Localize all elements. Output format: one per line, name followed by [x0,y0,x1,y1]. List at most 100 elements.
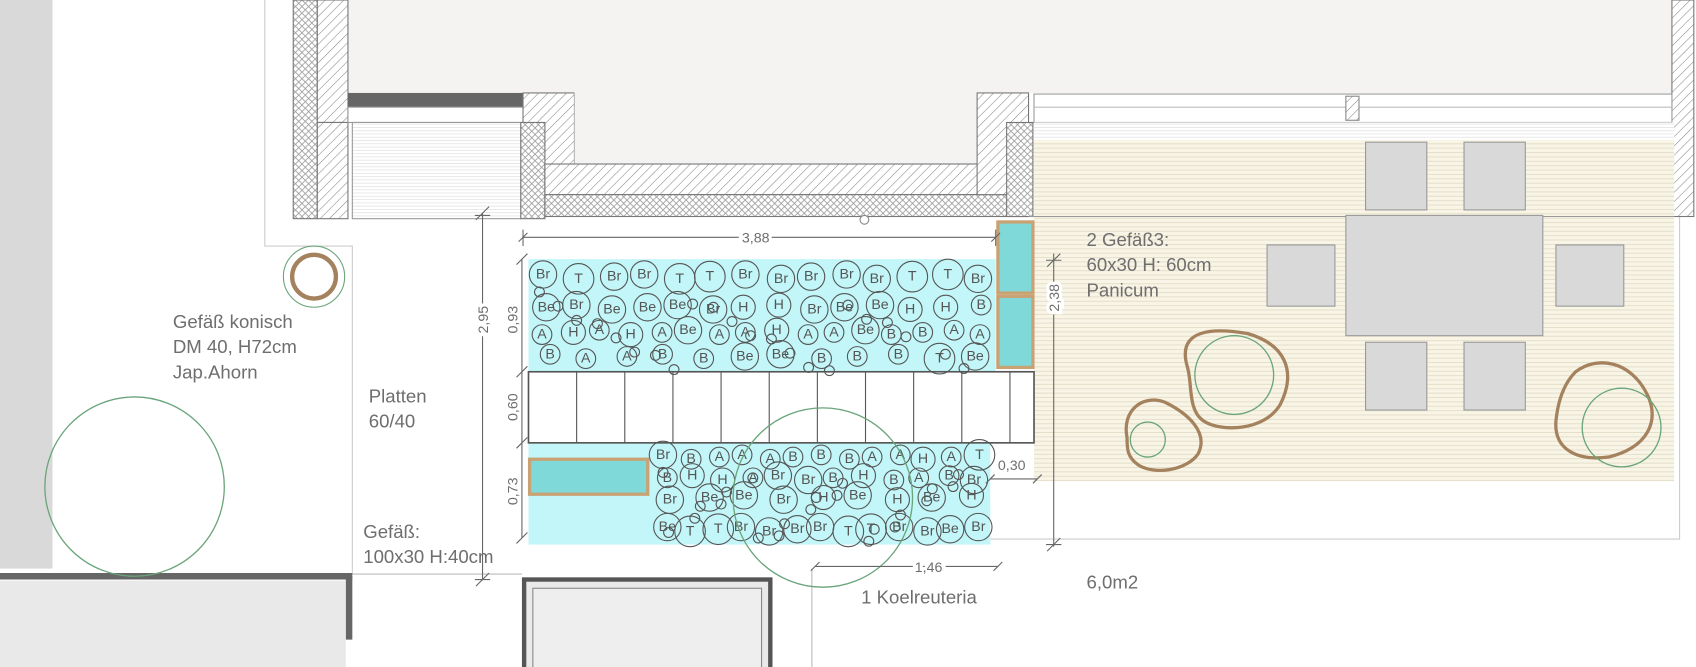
plant-symbol-b[interactable]: B [680,448,702,470]
plant-symbol-br[interactable]: Br [599,262,629,291]
plant-symbol-h[interactable]: H [933,294,959,320]
planter-box[interactable] [996,294,1035,370]
plant-symbol-h[interactable]: H [560,319,586,345]
plant-symbol-t[interactable]: T [693,260,726,293]
plant-symbol-be[interactable]: Be [653,512,682,542]
plant-symbol-a[interactable]: A [797,324,819,345]
plant-symbol-a[interactable]: A [969,324,991,345]
plant-symbol-be[interactable]: Be [597,295,627,324]
plant-symbol-be[interactable]: Be [633,293,662,322]
plant-symbol-a[interactable]: A [531,324,553,345]
plant-symbol-t[interactable]: T [923,342,956,375]
plant-symbol-h[interactable]: H [958,482,985,508]
plant-symbol-h[interactable]: H [766,292,792,318]
plant-symbol-t[interactable]: T [562,262,595,295]
plant-symbol-b[interactable]: B [810,444,832,466]
small-plant-icon [837,477,849,489]
plant-symbol-br[interactable]: Br [766,264,796,294]
planter-box[interactable] [996,220,1035,295]
plant-symbol-be[interactable]: Be [830,293,859,322]
plant-symbol-be[interactable]: Be [843,481,872,510]
plant-symbol-t[interactable]: T [702,513,735,546]
plant-symbol-be[interactable]: Be [851,316,880,345]
plant-symbol-b[interactable]: B [970,294,992,316]
plant-symbol-b[interactable]: B [656,467,678,489]
plant-symbol-br[interactable]: Br [629,260,659,289]
plant-symbol-br[interactable]: Br [769,485,798,514]
plant-symbol-br[interactable]: Br [963,264,993,294]
plant-symbol-a[interactable]: A [575,348,597,370]
plant-symbol-b[interactable]: B [652,343,673,365]
plant-code: Br [967,472,981,488]
plant-symbol-a[interactable]: A [823,322,845,343]
plant-symbol-h[interactable]: H [618,322,644,348]
plant-symbol-br[interactable]: Br [800,295,829,324]
plant-symbol-be[interactable]: Be [935,515,965,544]
plant-symbol-br[interactable]: Br [796,262,826,291]
plant-symbol-a[interactable]: A [588,319,610,341]
plant-symbol-h[interactable]: H [730,294,756,320]
plant-code: A [867,449,877,465]
plant-symbol-br[interactable]: Br [959,465,989,495]
plant-symbol-a[interactable]: A [943,319,965,341]
plant-symbol-a[interactable]: A [651,322,673,343]
plant-symbol-h[interactable]: H [897,296,923,323]
plant-symbol-br[interactable]: Br [763,461,793,490]
plant-symbol-br[interactable]: Br [793,465,823,495]
plant-symbol-be[interactable]: Be [865,290,895,320]
plant-symbol-a[interactable]: A [940,446,962,468]
plant-symbol-t[interactable]: T [855,513,887,546]
small-plant-icon [707,301,719,313]
plant-symbol-t[interactable]: T [931,258,964,291]
plant-symbol-b[interactable]: B [938,465,960,487]
maple-pot[interactable] [289,252,339,301]
plant-symbol-h[interactable]: H [850,463,877,489]
plant-code: A [715,327,725,343]
plant-symbol-br[interactable]: Br [754,517,784,546]
plant-symbol-b[interactable]: B [539,343,561,365]
plant-symbol-be[interactable]: Be [730,342,760,371]
plant-symbol-br[interactable]: Br [783,515,812,544]
plant-symbol-be[interactable]: Be [960,342,990,371]
plant-symbol-t[interactable]: T [896,260,929,293]
plant-symbol-be[interactable]: Be [663,290,692,320]
plant-symbol-br[interactable]: Br [884,512,914,542]
plant-symbol-a[interactable]: A [709,324,730,345]
plant-symbol-b[interactable]: B [883,469,905,491]
plant-symbol-h[interactable]: H [910,446,936,472]
plant-symbol-br[interactable]: Br [832,260,861,289]
plant-symbol-be[interactable]: Be [695,483,724,512]
plant-symbol-b[interactable]: B [782,446,804,468]
plant-code: Br [804,269,818,285]
plant-symbol-a[interactable]: A [708,446,730,468]
plant-code: A [946,449,956,465]
plant-symbol-br[interactable]: Br [731,260,760,289]
plant-symbol-b[interactable]: B [811,348,832,370]
plant-symbol-be[interactable]: Be [766,340,795,369]
plant-symbol-b[interactable]: B [887,343,909,365]
plant-symbol-b[interactable]: B [838,448,860,470]
plant-symbol-t[interactable]: T [963,439,996,471]
small-plant-icon [629,346,641,358]
plant-symbol-h[interactable]: H [764,317,790,343]
plant-symbol-a[interactable]: A [759,448,781,470]
plant-symbol-a[interactable]: A [889,444,911,466]
plant-symbol-be[interactable]: Be [673,316,703,345]
plant-symbol-br[interactable]: Br [964,512,993,542]
plant-symbol-br[interactable]: Br [862,264,891,294]
plant-symbol-h[interactable]: H [679,463,705,489]
planter-box-lower[interactable] [527,457,650,496]
plant-symbol-b[interactable]: B [693,348,715,370]
plant-symbol-a[interactable]: A [742,467,764,489]
plant-symbol-a[interactable]: A [731,444,753,466]
plant-symbol-t[interactable]: T [832,515,865,548]
plant-symbol-a[interactable]: A [908,467,930,489]
plant-symbol-br[interactable]: Br [913,517,942,546]
plant-symbol-b[interactable]: B [822,467,844,489]
plant-symbol-b[interactable]: B [846,346,868,367]
plant-symbol-a[interactable]: A [734,322,756,343]
plant-symbol-b[interactable]: B [912,322,934,343]
plant-symbol-br[interactable]: Br [698,295,728,324]
small-plant-icon [610,332,622,344]
plant-symbol-be[interactable]: Be [532,293,561,322]
